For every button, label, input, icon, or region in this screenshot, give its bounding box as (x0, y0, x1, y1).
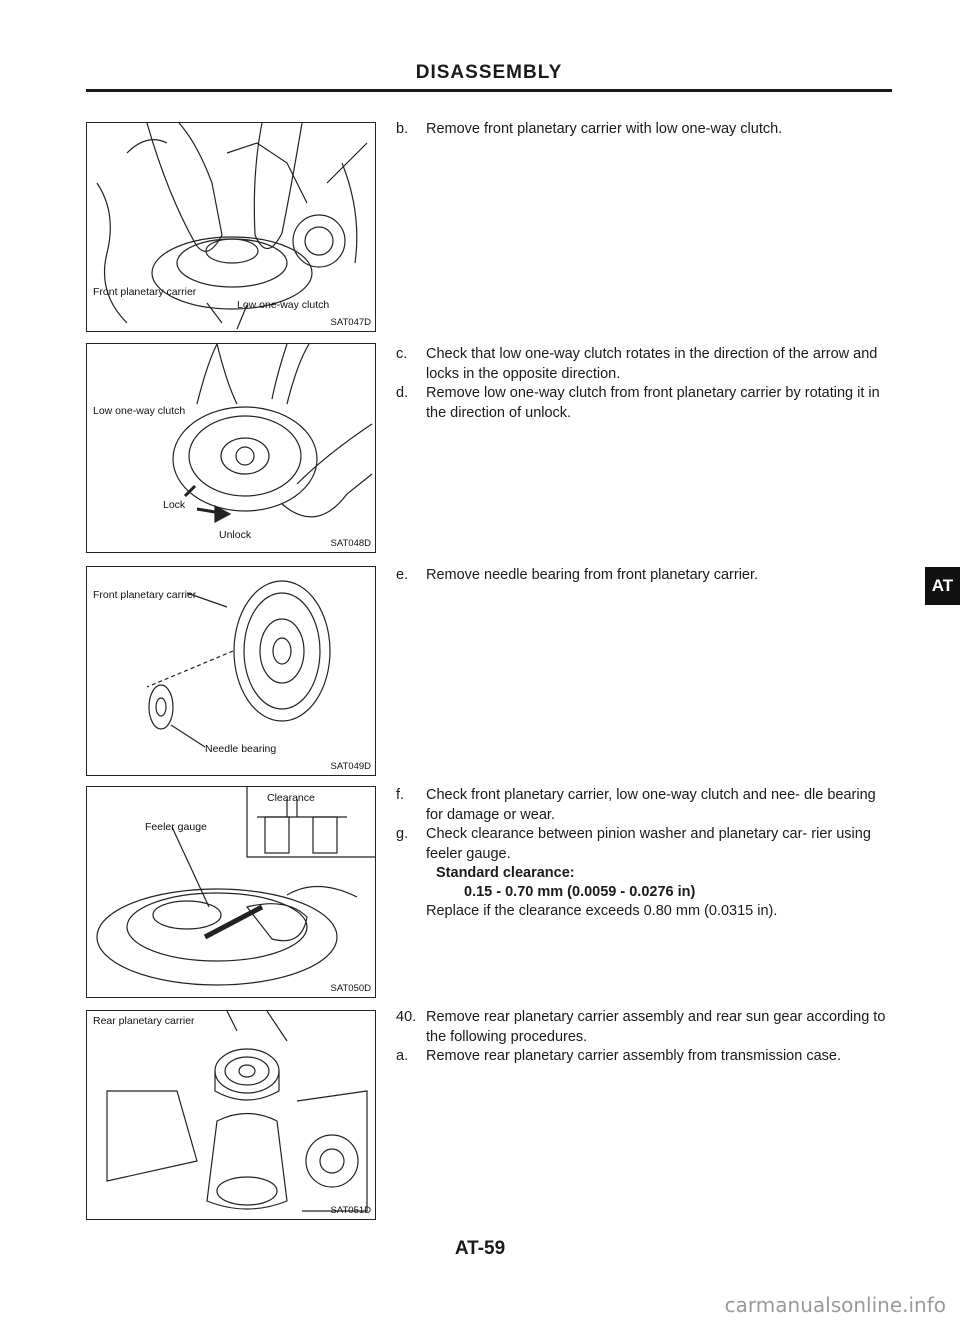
step-g: g. Check clearance between pinion washer… (396, 825, 896, 864)
step-a: a. Remove rear planetary carrier assembl… (396, 1047, 896, 1067)
watermark: carmanualsonline.info (724, 1293, 946, 1317)
step-text: Remove rear planetary carrier assembly a… (426, 1009, 886, 1045)
step-text: Check front planetary carrier, low one-w… (426, 787, 876, 823)
standard-clearance-label: Standard clearance: (436, 865, 575, 881)
figure-clearance-check: Feeler gauge Clearance SAT050D (86, 786, 376, 998)
standard-clearance-value: 0.15 - 0.70 mm (0.0059 - 0.0276 in) (464, 884, 696, 900)
step-e: e. Remove needle bearing from front plan… (396, 566, 896, 586)
figure-one-way-clutch-check: Low one-way clutch Lock Unlock SAT048D (86, 343, 376, 553)
step-text: Check that low one-way clutch rotates in… (426, 346, 878, 382)
page-number: AT-59 (454, 1238, 506, 1259)
step-marker: b. (396, 121, 409, 137)
label-front-planetary-carrier: Front planetary carrier (93, 286, 197, 298)
step-marker: g. (396, 826, 409, 842)
clearance-check-illustration (96, 787, 375, 986)
step-marker: f. (396, 787, 405, 803)
step-marker: d. (396, 385, 409, 401)
label-clearance: Clearance (267, 792, 315, 804)
step-text: Remove needle bearing from front planeta… (426, 567, 759, 583)
label-unlock: Unlock (219, 529, 252, 541)
title-rule (86, 89, 892, 92)
step-marker: 40. (396, 1009, 417, 1025)
step-marker: e. (396, 567, 409, 583)
step-c: c. Check that low one-way clutch rotates… (396, 345, 896, 384)
label-rear-planetary-carrier: Rear planetary carrier (93, 1015, 195, 1027)
rear-carrier-removal-illustration (106, 1011, 368, 1212)
figure-code: SAT050D (330, 983, 371, 994)
step-marker: a. (396, 1048, 409, 1064)
step-marker: c. (396, 346, 408, 362)
step-text: Remove low one-way clutch from front pla… (426, 385, 880, 421)
page-title: DISASSEMBLY (415, 62, 563, 83)
figure-code: SAT047D (330, 317, 371, 328)
label-low-one-way-clutch: Low one-way clutch (93, 405, 186, 417)
section-tab: AT (925, 567, 960, 605)
step-d: d. Remove low one-way clutch from front … (396, 384, 896, 423)
step-text: Remove rear planetary carrier assembly f… (426, 1048, 841, 1064)
step-f: f. Check front planetary carrier, low on… (396, 786, 896, 825)
figure-needle-bearing: Front planetary carrier Needle bearing S… (86, 566, 376, 776)
step-b: b. Remove front planetary carrier with l… (396, 120, 896, 140)
figure-rear-carrier-removal: Rear planetary carrier SAT051D (86, 1010, 376, 1220)
label-lock: Lock (163, 499, 186, 511)
figure-code: SAT048D (330, 538, 371, 549)
label-low-one-way-clutch: Low one-way clutch (237, 299, 330, 311)
step-text: Remove front planetary carrier with low … (426, 121, 783, 137)
label-feeler-gauge: Feeler gauge (145, 821, 207, 833)
step-text: Check clearance between pinion washer an… (426, 826, 871, 862)
label-needle-bearing: Needle bearing (205, 743, 277, 755)
needle-bearing-illustration (146, 580, 331, 748)
figure-code: SAT049D (330, 761, 371, 772)
label-front-planetary-carrier: Front planetary carrier (93, 589, 197, 601)
one-way-clutch-check-illustration (172, 344, 373, 523)
figure-front-carrier-removal: Front planetary carrier Low one-way clut… (86, 122, 376, 332)
step-40: 40. Remove rear planetary carrier assemb… (396, 1008, 896, 1047)
clearance-limit-note: Replace if the clearance exceeds 0.80 mm… (426, 903, 778, 919)
figure-code: SAT051D (330, 1205, 371, 1216)
front-carrier-removal-illustration (96, 123, 368, 330)
